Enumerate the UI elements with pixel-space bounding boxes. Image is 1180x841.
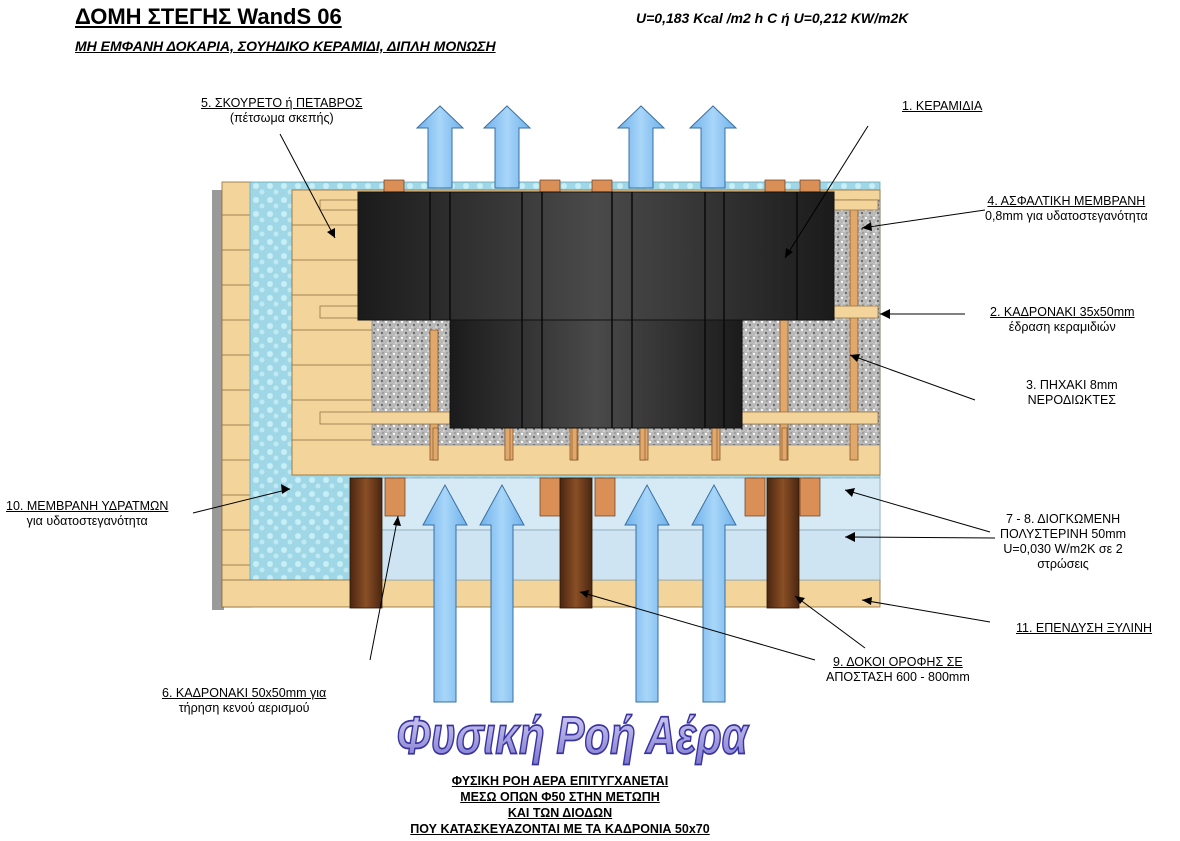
roof-rafters <box>349 477 800 609</box>
label-wood-lining-line1: 11. ΕΠΕΝΔΥΣΗ ΞΥΛΙΝΗ <box>1016 621 1153 635</box>
air-outflow-arrows <box>415 105 738 189</box>
leader-6 <box>369 515 399 661</box>
leader-3 <box>849 354 976 401</box>
label-vent-batten-line1: 6. ΚΑΔΡΟΝΑΚΙ 50x50mm για <box>162 686 327 700</box>
structure-shadow <box>212 190 224 610</box>
label-vent-batten: 6. ΚΑΔΡΟΝΑΚΙ 50x50mm για τήρηση κενού αε… <box>162 686 326 716</box>
leader-1 <box>784 125 869 259</box>
label-counter-batten-line1: 3. ΠΗΧΑΚΙ 8mm <box>1026 378 1118 392</box>
ventilation-battens-top <box>383 179 821 195</box>
inflow-arrow-4 <box>691 483 737 703</box>
label-vapour-membrane: 10. ΜΕΜΒΡΑΝΗ ΥΔΡΑΤΜΩΝ για υδατοστεγανότη… <box>6 499 168 529</box>
label-insulation-line1: 7 - 8. ΔΙΟΓΚΩΜΕΝΗ <box>1005 512 1121 526</box>
airflow-note: ΦΥΣΙΚΗ ΡΟΗ ΑΕΡΑ ΕΠΙΤΥΓΧΑΝΕΤΑΙ ΜΕΣΩ ΟΠΩΝ … <box>380 773 740 837</box>
airflow-note-line3: ΚΑΙ ΤΩΝ ΔΙΟΔΩΝ <box>507 806 613 820</box>
roof-tiles <box>357 191 835 429</box>
leader-9a <box>794 595 866 649</box>
label-sarking: 5. ΣΚΟΥΡΕΤΟ ή ΠΕΤΑΒΡΟΣ (πέτσωμα σκεπής) <box>201 96 362 126</box>
label-insulation-line2: ΠΟΛΥΣΤΕΡΙΝΗ 50mm <box>1000 527 1127 541</box>
label-asphalt-line1: 4. ΑΣΦΑΛΤΙΚΗ ΜΕΜΒΡΑΝΗ <box>987 194 1146 208</box>
up-arrow-4 <box>688 105 738 189</box>
wood-lining-planks <box>222 214 252 566</box>
wordart-natural-airflow: Φυσική Ροή Αέρα <box>396 707 749 766</box>
label-rafters: 9. ΔΟΚΟΙ ΟΡΟΦΗΣ ΣΕ ΑΠΟΣΤΑΣΗ 600 - 800mm <box>826 655 970 685</box>
label-vapour-line2: για υδατοστεγανότητα <box>26 514 148 528</box>
label-tiles-line1: 1. ΚΕΡΑΜΙΔΙΑ <box>902 99 983 113</box>
page-subtitle: ΜΗ ΕΜΦΑΝΗ ΔΟΚΑΡΙΑ, ΣΟΥΗΔΙΚΟ ΚΕΡΑΜΙΔΙ, ΔΙ… <box>75 38 496 54</box>
leader-5 <box>279 133 336 239</box>
label-vapour-line1: 10. ΜΕΜΒΡΑΝΗ ΥΔΡΑΤΜΩΝ <box>6 499 169 513</box>
up-arrow-3 <box>616 105 666 189</box>
label-wood-lining: 11. ΕΠΕΝΔΥΣΗ ΞΥΛΙΝΗ <box>1016 621 1152 636</box>
label-asphalt-line2: 0,8mm για υδατοστεγανότητα <box>985 209 1148 223</box>
label-counter-batten-line2: ΝΕΡΟΔΙΩΚΤΕΣ <box>1027 393 1117 407</box>
label-rafters-line1: 9. ΔΟΚΟΙ ΟΡΟΦΗΣ ΣΕ <box>833 655 963 669</box>
label-asphalt-membrane: 4. ΑΣΦΑΛΤΙΚΗ ΜΕΜΒΡΑΝΗ 0,8mm για υδατοστε… <box>985 194 1148 224</box>
u-value-text: U=0,183 Kcal /m2 h C ή U=0,212 KW/m2K <box>636 10 909 26</box>
leader-arrowheads <box>281 222 890 605</box>
airflow-note-line1: ΦΥΣΙΚΗ ΡΟΗ ΑΕΡΑ ΕΠΙΤΥΓΧΑΝΕΤΑΙ <box>451 774 669 788</box>
label-tile-batten: 2. ΚΑΔΡΟΝΑΚΙ 35x50mm έδραση κεραμιδιών <box>990 305 1135 335</box>
label-tiles: 1. ΚΕΡΑΜΙΔΙΑ <box>902 99 982 114</box>
leader-10 <box>192 488 291 514</box>
page-title: ΔΟΜΗ ΣΤΕΓΗΣ WandS 06 <box>75 4 342 29</box>
inflow-arrow-1 <box>422 483 468 703</box>
ventilation-battens-mid <box>384 477 821 517</box>
leader-7a <box>844 489 991 533</box>
wood-lining-back <box>221 181 253 608</box>
label-tile-batten-line2: έδραση κεραμιδιών <box>1008 320 1116 334</box>
label-vent-batten-line2: τήρηση κενού αερισμού <box>178 701 310 715</box>
inflow-arrow-3 <box>624 483 670 703</box>
label-sarking-line2: (πέτσωμα σκεπής) <box>229 111 334 125</box>
airflow-note-line2: ΜΕΣΩ ΟΠΩΝ Φ50 ΣΤΗΝ ΜΕΤΩΠΗ <box>460 790 660 804</box>
leader-7b <box>844 536 996 539</box>
label-rafters-line2: ΑΠΟΣΤΑΣΗ 600 - 800mm <box>826 670 970 684</box>
up-arrow-2 <box>482 105 532 189</box>
label-tile-batten-line1: 2. ΚΑΔΡΟΝΑΚΙ 35x50mm <box>990 305 1135 319</box>
inflow-arrow-2 <box>479 483 525 703</box>
leader-11 <box>861 599 991 623</box>
label-insulation-line3: U=0,030 W/m2K σε 2 <box>1003 542 1123 556</box>
up-arrow-1 <box>415 105 465 189</box>
air-inflow-arrows <box>422 483 737 703</box>
label-insulation-line4: στρώσεις <box>1037 557 1089 571</box>
label-insulation: 7 - 8. ΔΙΟΓΚΩΜΕΝΗ ΠΟΛΥΣΤΕΡΙΝΗ 50mm U=0,0… <box>1000 512 1126 572</box>
airflow-note-line4: ΠΟΥ ΚΑΤΑΣΚΕΥΑΖΟΝΤΑΙ ΜΕ ΤΑ ΚΑΔΡΟΝΙΑ 50x70 <box>410 822 710 836</box>
label-sarking-line1: 5. ΣΚΟΥΡΕΤΟ ή ΠΕΤΑΒΡΟΣ <box>201 96 363 110</box>
label-counter-batten: 3. ΠΗΧΑΚΙ 8mm ΝΕΡΟΔΙΩΚΤΕΣ <box>1026 378 1118 408</box>
leader-9b <box>579 591 816 661</box>
leader-4 <box>861 209 986 229</box>
leader-lines <box>192 125 996 661</box>
